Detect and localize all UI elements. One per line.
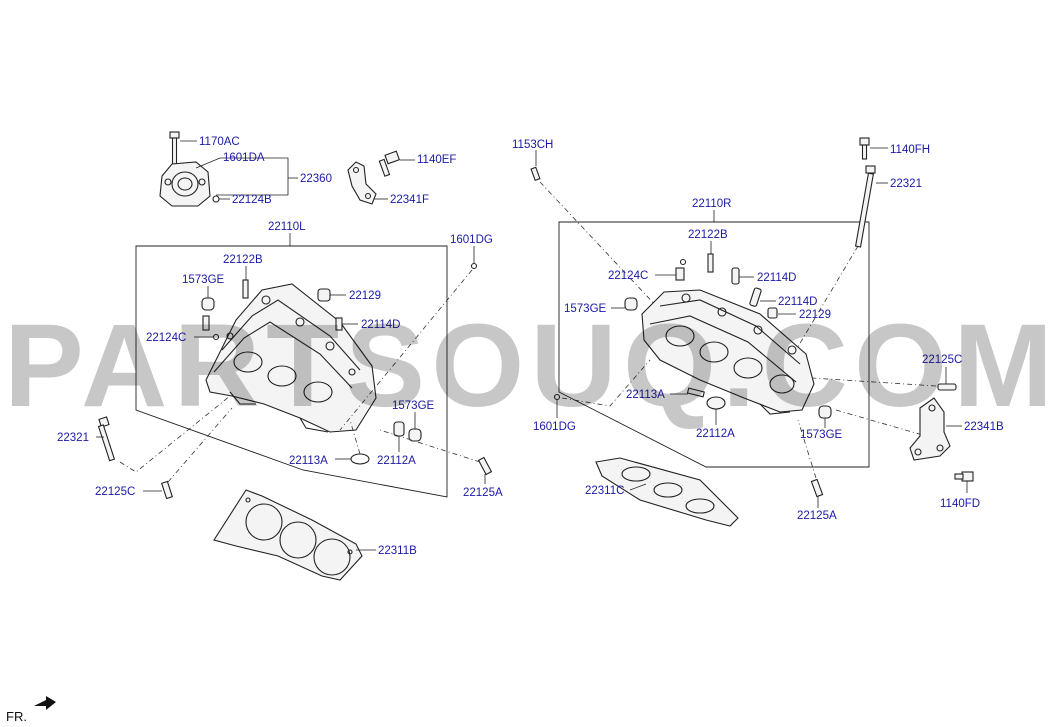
ring-22124c-right xyxy=(679,258,687,266)
label-1601dg-right[interactable]: 1601DG xyxy=(533,421,576,433)
bolt-22321-left xyxy=(97,416,116,462)
dash-22125a-left xyxy=(379,429,481,463)
right-cylinder-head-22110r xyxy=(641,289,815,415)
label-22124b[interactable]: 22124B xyxy=(232,194,272,206)
oring-22124b xyxy=(212,195,220,203)
label-22113a-right[interactable]: 22113A xyxy=(626,389,665,401)
dash-22125a-right xyxy=(797,419,817,479)
label-22341f[interactable]: 22341F xyxy=(390,194,429,206)
label-22112a-left[interactable]: 22112A xyxy=(377,455,416,467)
pin-22114d-right-2 xyxy=(749,287,762,307)
label-22122b-left[interactable]: 22122B xyxy=(223,254,263,266)
label-22114d-left[interactable]: 22114D xyxy=(361,319,400,331)
front-orientation-label: FR. xyxy=(6,709,27,724)
label-1573ge-left[interactable]: 1573GE xyxy=(182,274,225,286)
label-22125c-right[interactable]: 22125C xyxy=(922,354,962,366)
label-22311c[interactable]: 22311C xyxy=(585,485,624,497)
label-22114d-right-1[interactable]: 22114D xyxy=(757,272,796,284)
label-1140fd[interactable]: 1140FD xyxy=(940,498,980,510)
label-22129-left[interactable]: 22129 xyxy=(349,290,381,302)
pin-22114d-right-1 xyxy=(731,267,740,285)
dash-1601dg-left xyxy=(339,269,473,431)
label-22113a-left[interactable]: 22113A xyxy=(289,455,328,467)
plug-1153ch xyxy=(530,166,541,182)
gasket-22311b xyxy=(213,489,363,581)
label-22112a-right[interactable]: 22112A xyxy=(696,428,735,440)
label-22122b-right[interactable]: 22122B xyxy=(688,229,728,241)
label-22110l[interactable]: 22110L xyxy=(268,221,306,233)
label-22129-right[interactable]: 22129 xyxy=(799,309,831,321)
label-1573ge-right-2[interactable]: 1573GE xyxy=(800,429,843,441)
label-1573ge-right[interactable]: 1573GE xyxy=(564,303,607,315)
bolt-22321-right xyxy=(854,165,876,248)
dash-22125c-right xyxy=(811,377,937,387)
dowel-22125a-right xyxy=(810,478,824,498)
label-22311b[interactable]: 22311B xyxy=(378,545,417,557)
label-1153ch[interactable]: 1153CH xyxy=(512,139,553,151)
label-22125a-left[interactable]: 22125A xyxy=(463,487,503,499)
label-22125c-left[interactable]: 22125C xyxy=(95,486,135,498)
label-22360[interactable]: 22360 xyxy=(300,173,332,185)
housing-22360 xyxy=(159,161,211,207)
label-1170ac[interactable]: 1170AC xyxy=(199,136,240,148)
right-head-frame xyxy=(558,221,870,468)
bolt-1140fh xyxy=(859,137,870,160)
dowel-1601dg-right xyxy=(553,393,561,401)
dash-1153ch xyxy=(539,181,661,311)
dash-22321-right xyxy=(789,245,859,361)
label-22114d-right-2[interactable]: 22114D xyxy=(778,296,817,308)
sensor-22122b-left xyxy=(242,279,249,299)
dowel-22125a-left xyxy=(477,456,493,476)
plug-22124c-left xyxy=(202,315,210,331)
dowel-1601dg-left xyxy=(470,262,478,270)
dash-1601dg-right xyxy=(561,359,651,407)
left-cylinder-head-22110l xyxy=(205,283,377,433)
ring-22113a-left xyxy=(350,453,370,465)
bracket-22341b xyxy=(909,397,951,461)
bolt-1170ac xyxy=(169,131,180,165)
ring-22113a-right xyxy=(686,387,705,398)
watermark-text: PARTSOUQ.COM xyxy=(4,300,1059,432)
label-1601da[interactable]: 1601DA xyxy=(223,152,265,164)
dash-22125c-left xyxy=(167,407,233,483)
label-1140ef[interactable]: 1140EF xyxy=(417,154,456,166)
cap-22129-right xyxy=(767,307,778,319)
dash-22321-left xyxy=(119,395,231,473)
label-22110r[interactable]: 22110R xyxy=(692,198,731,210)
dowel-22125c-left xyxy=(160,480,174,500)
gasket-22311c xyxy=(595,457,739,527)
label-1573ge-left-2[interactable]: 1573GE xyxy=(392,400,435,412)
left-head-frame xyxy=(135,245,448,498)
plug-1573ge-right xyxy=(624,297,638,311)
label-1140fh[interactable]: 1140FH xyxy=(890,144,930,156)
label-22341b[interactable]: 22341B xyxy=(964,421,1004,433)
plug-22124c-right xyxy=(675,267,685,281)
label-22124c-right[interactable]: 22124C xyxy=(608,270,648,282)
leader-1601da xyxy=(195,157,289,196)
bracket-22341f xyxy=(347,161,377,205)
label-22124c-left[interactable]: 22124C xyxy=(146,332,186,344)
label-22321-right[interactable]: 22321 xyxy=(890,178,922,190)
bolt-1140ef xyxy=(378,150,401,177)
dowel-22125c-right xyxy=(937,383,957,391)
front-arrow-icon xyxy=(34,696,56,710)
ring-22124c-left xyxy=(212,333,220,341)
label-22125a-right[interactable]: 22125A xyxy=(797,510,837,522)
leader-22311c xyxy=(629,483,647,491)
label-1601dg-left[interactable]: 1601DG xyxy=(450,234,493,246)
sensor-22122b-right xyxy=(707,253,714,273)
label-22321-left[interactable]: 22321 xyxy=(57,432,89,444)
bolt-1140fd xyxy=(954,471,974,482)
